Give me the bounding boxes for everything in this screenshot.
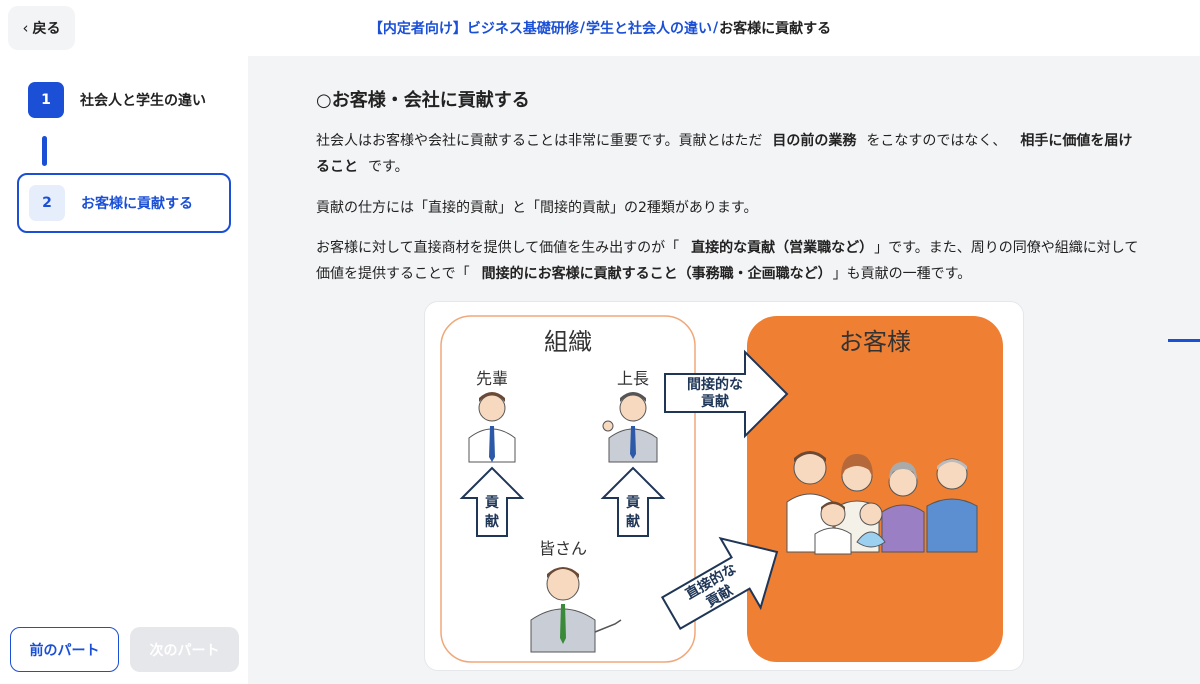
chevron-left-icon: ‹ <box>22 19 29 37</box>
up-arrow-icon <box>459 466 525 537</box>
everyone-label: 皆さん <box>539 539 587 558</box>
back-button-label: 戻る <box>32 21 61 37</box>
breadcrumb-course[interactable]: 【内定者向け】ビジネス基礎研修 <box>368 21 579 37</box>
sidebar-step-1[interactable]: 1 社会人と学生の違い <box>28 82 206 118</box>
next-part-button[interactable]: 次のパート <box>130 627 239 672</box>
breadcrumb: 【内定者向け】ビジネス基礎研修 / 学生と社会人の違い / お客様に貢献する <box>0 0 1200 56</box>
organization-title: 組織 <box>544 328 592 356</box>
step-label: 社会人と学生の違い <box>80 93 206 109</box>
customer-title: お客様 <box>839 328 911 356</box>
top-bar: ‹ 戻る 【内定者向け】ビジネス基礎研修 / 学生と社会人の違い / お客様に貢… <box>0 0 1200 56</box>
paragraph-intro: 社会人はお客様や会社に貢献することは非常に重要です。貢献とはただ目の前の業務をこ… <box>316 128 1146 180</box>
breadcrumb-separator: / <box>579 20 585 36</box>
breadcrumb-separator: / <box>713 20 719 36</box>
emphasis: 目の前の業務 <box>772 133 857 149</box>
text: お客様に対して直接商材を提供して価値を生み出すのが「 <box>316 240 680 256</box>
back-button[interactable]: ‹ 戻る <box>8 6 75 50</box>
text: です。 <box>368 159 409 175</box>
senior-person-icon <box>468 392 516 463</box>
text: 」です。また、周りの同僚や組織に対して価値を提供することで「 <box>316 240 1139 282</box>
sidebar-step-2[interactable]: 2 お客様に貢献する <box>17 173 231 233</box>
step-number: 2 <box>29 185 65 221</box>
text: 」も貢献の一種です。 <box>832 266 972 282</box>
contribution-label: 献 <box>626 513 640 530</box>
contribution-label: 献 <box>485 513 499 530</box>
senior-label: 先輩 <box>476 369 508 388</box>
sidebar: 1 社会人と学生の違い 2 お客様に貢献する 前のパート 次のパート <box>0 56 248 684</box>
step-number: 1 <box>28 82 64 118</box>
contribution-label: 貢 <box>626 495 640 511</box>
emphasis: 直接的な貢献（営業職など） <box>691 240 867 256</box>
everyone-person-icon <box>530 567 622 653</box>
contribution-diagram: 組織 お客様 先輩 上長 貢 <box>424 301 1024 671</box>
indirect-label-line2: 貢献 <box>701 393 729 410</box>
text: 社会人はお客様や会社に貢献することは非常に重要です。貢献とはただ <box>316 133 763 149</box>
main-content: ○お客様・会社に貢献する 社会人はお客様や会社に貢献することは非常に重要です。貢… <box>248 56 1200 684</box>
breadcrumb-section[interactable]: 学生と社会人の違い <box>586 21 712 37</box>
indirect-label-line1: 間接的な <box>687 376 743 393</box>
customer-box <box>747 316 1003 662</box>
scroll-indicator <box>1168 339 1200 342</box>
indirect-arrow-icon <box>664 349 789 439</box>
boss-label: 上長 <box>617 369 649 388</box>
customer-family-icon <box>786 451 978 555</box>
emphasis: 間接的にお客様に貢献すること（事務職・企画職など） <box>481 266 825 282</box>
contribution-label: 貢 <box>485 495 499 511</box>
paragraph-types: 貢献の仕方には「直接的貢献」と「間接的貢献」の2種類があります。 <box>316 200 758 216</box>
paragraph-explanation: お客様に対して直接商材を提供して価値を生み出すのが「直接的な貢献（営業職など）」… <box>316 235 1146 287</box>
step-label: お客様に貢献する <box>81 196 193 212</box>
emphasis: 相手に価値を届けること <box>316 133 1133 175</box>
text: をこなすのではなく、 <box>866 133 1007 149</box>
breadcrumb-current: お客様に貢献する <box>719 21 832 37</box>
boss-person-icon <box>602 392 658 463</box>
up-arrow-icon <box>600 466 666 537</box>
diagram-svg: 組織 お客様 先輩 上長 貢 <box>440 315 1003 663</box>
prev-part-button[interactable]: 前のパート <box>10 627 119 672</box>
section-heading: ○お客様・会社に貢献する <box>316 90 530 111</box>
step-connector <box>42 136 47 166</box>
